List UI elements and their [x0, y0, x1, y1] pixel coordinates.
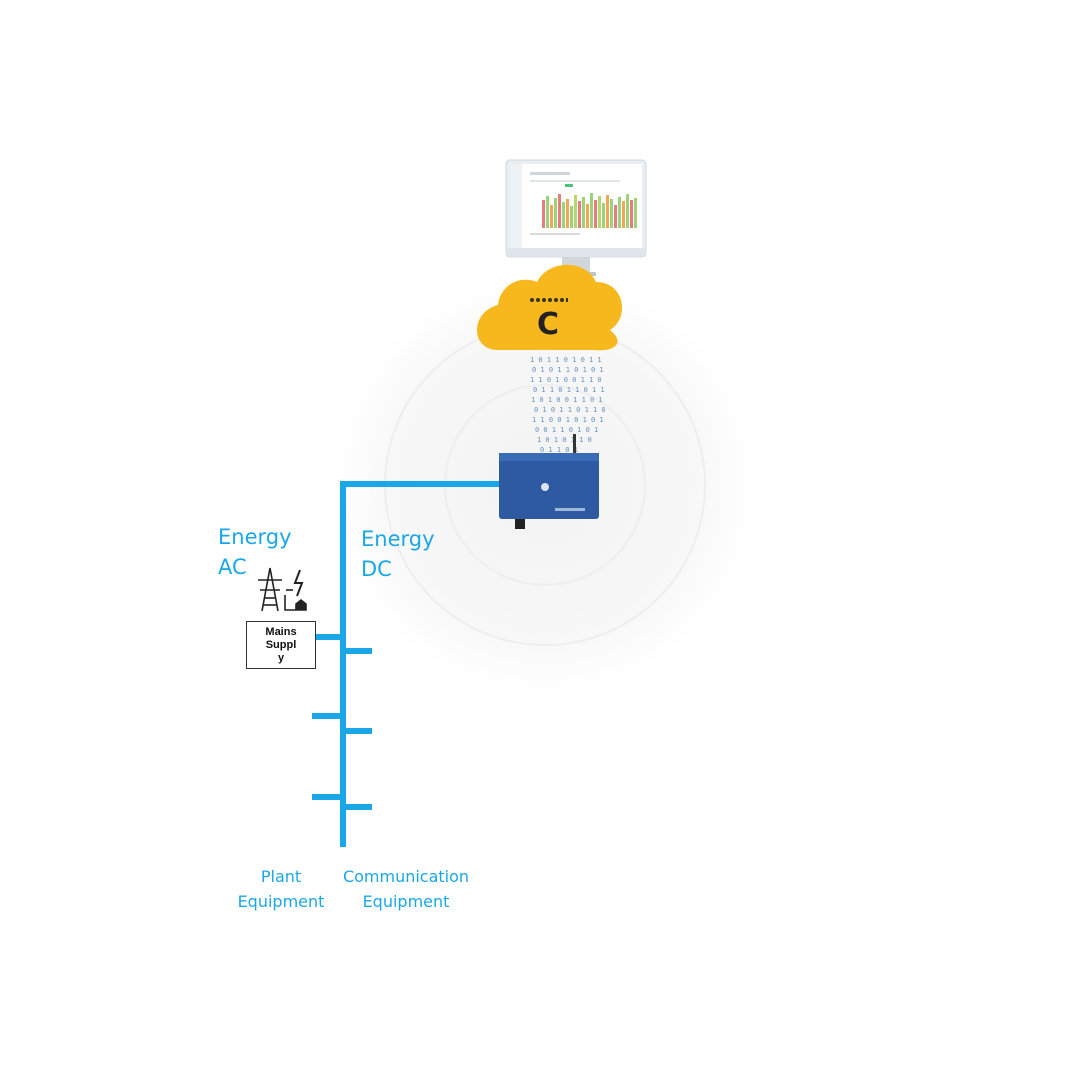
gateway-device-icon: [499, 434, 599, 529]
svg-text:1 1 0 1 0 0 1 1 0: 1 1 0 1 0 0 1 1 0: [530, 376, 602, 384]
svg-text:1 1 0 0 1 0 1 0 1: 1 1 0 0 1 0 1 0 1: [532, 416, 604, 424]
communication-equipment-line1: Communication: [342, 867, 470, 886]
data-stream: 1 0 1 1 0 1 0 1 1 0 1 0 1 1 0 1 0 1 1 1 …: [530, 356, 606, 454]
cloud-letter: C: [537, 307, 559, 342]
energy-ac-label: Energy AC: [218, 522, 292, 582]
cloud-icon: C: [477, 264, 623, 351]
svg-text:0 1 1 0 1 1 0 1 1: 0 1 1 0 1 1 0 1 1: [533, 386, 605, 394]
energy-dc-line2: DC: [361, 557, 392, 581]
energy-bus-lines: [312, 481, 499, 847]
energy-ac-line2: AC: [218, 555, 247, 579]
power-pylon-icon: [258, 567, 307, 612]
energy-dc-line1: Energy: [361, 527, 435, 551]
plant-equipment-label: Plant Equipment: [226, 864, 336, 914]
monitor-icon: [505, 159, 647, 276]
mains-supply-line1: Mains: [265, 626, 297, 638]
energy-dc-label: Energy DC: [361, 524, 435, 584]
communication-equipment-line2: Equipment: [362, 892, 450, 911]
svg-text:1 0 1 0 1 1 0: 1 0 1 0 1 1 0: [537, 436, 592, 444]
mains-supply-line3: y: [277, 652, 285, 664]
svg-text:1 0 1 0 0 1 1 0 1: 1 0 1 0 0 1 1 0 1: [531, 396, 603, 404]
svg-text:0 1 1 0 1: 0 1 1 0 1: [540, 446, 578, 454]
svg-text:1 0 1 1 0 1 0 1 1: 1 0 1 1 0 1 0 1 1: [530, 356, 602, 364]
energy-ac-line1: Energy: [218, 525, 292, 549]
plant-equipment-line2: Equipment: [237, 892, 325, 911]
svg-text:0 0 1 1 0 1 0 1: 0 0 1 1 0 1 0 1: [535, 426, 598, 434]
communication-equipment-label: Communication Equipment: [336, 864, 476, 914]
svg-text:0 1 0 1 1 0 1 0 1: 0 1 0 1 1 0 1 0 1: [532, 366, 604, 374]
mains-supply-box: Mains Suppl y: [246, 621, 316, 669]
dashboard-bars: [542, 193, 637, 228]
mains-supply-line2: Suppl: [265, 639, 297, 651]
svg-text:0 1 0 1 1 0 1 1 0: 0 1 0 1 1 0 1 1 0: [534, 406, 606, 414]
plant-equipment-line1: Plant: [260, 867, 302, 886]
